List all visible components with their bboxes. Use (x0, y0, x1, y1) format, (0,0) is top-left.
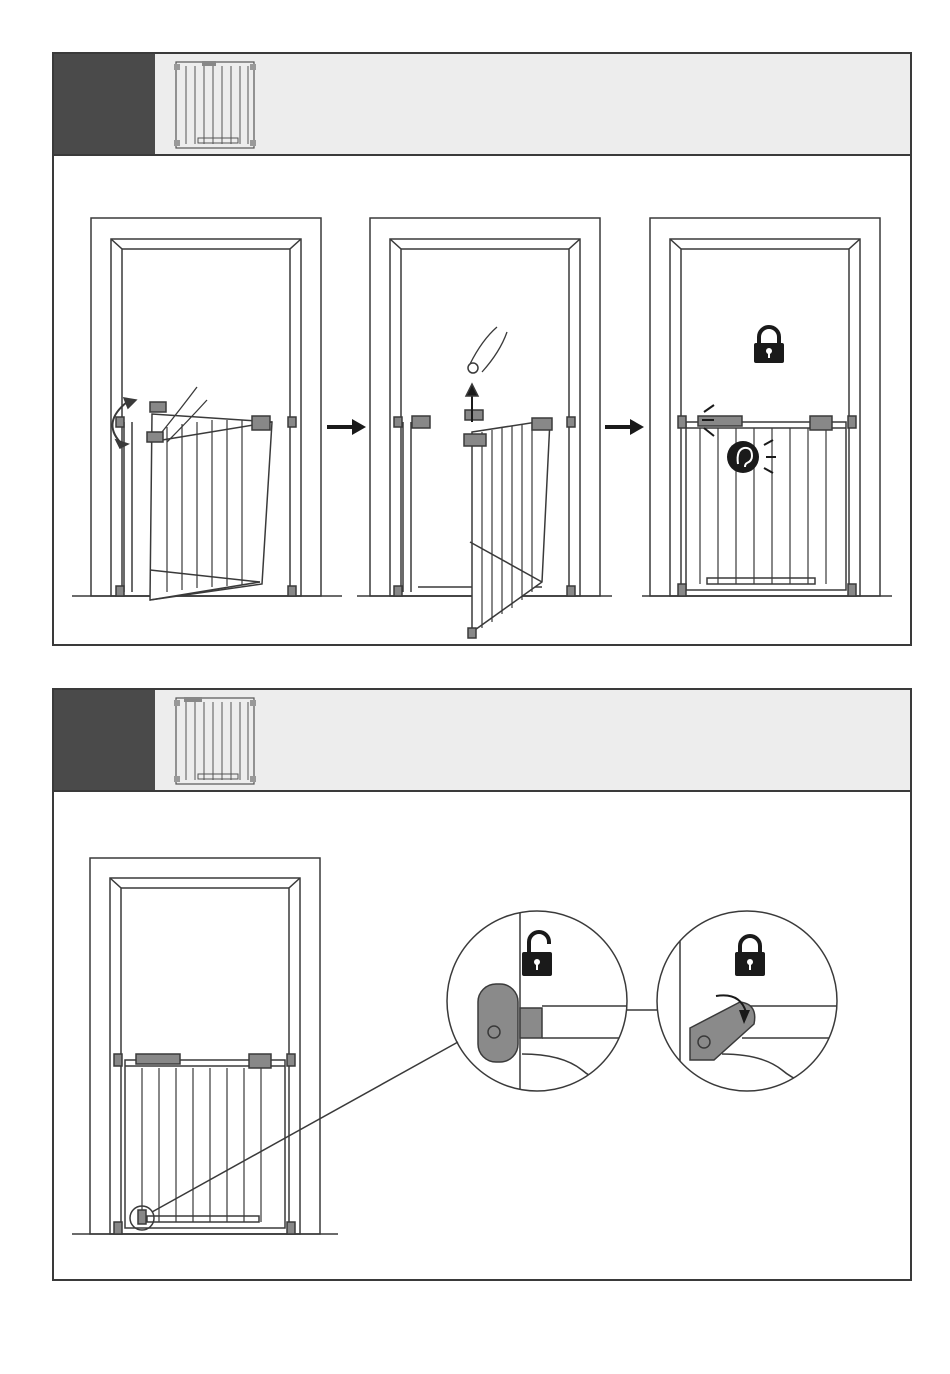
latch-locked-detail (657, 911, 842, 1102)
gate-locked-scene (642, 218, 892, 596)
step-1-diagram (54, 54, 910, 644)
padlock-open-icon (522, 932, 552, 976)
door-frame-with-gate (72, 858, 458, 1234)
padlock-closed-icon (735, 936, 765, 976)
close-gate-scene (357, 218, 612, 638)
padlock-closed-icon (754, 327, 784, 363)
instruction-panel-1 (52, 52, 912, 646)
arrow-right-icon (327, 419, 366, 435)
step-2-diagram (54, 690, 910, 1279)
open-gate-scene (72, 218, 342, 600)
latch-unlocked-detail (447, 911, 642, 1102)
arrow-right-icon (605, 419, 644, 435)
instruction-panel-2 (52, 688, 912, 1281)
